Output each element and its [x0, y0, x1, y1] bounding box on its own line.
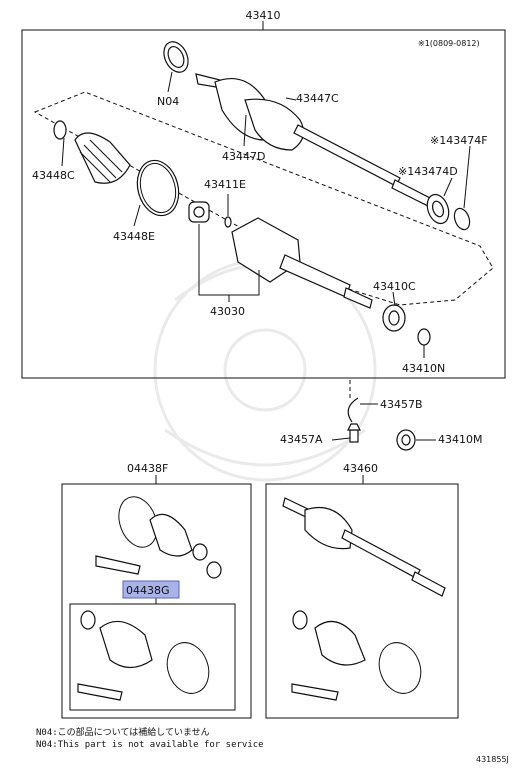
label-43410[interactable]: 43410 [246, 9, 281, 22]
diagram-id: 431855J [476, 755, 509, 764]
bearing-43474D-part [426, 193, 450, 225]
label-43448E[interactable]: 43448E [113, 230, 155, 243]
outer-joint-shaft-part [195, 73, 431, 207]
label-43410M[interactable]: 43410M [438, 433, 482, 446]
note-line-japanese: N04:この部品については補給していません [36, 726, 210, 738]
seal-43410C-part [382, 304, 406, 332]
label-04438F[interactable]: 04438F [127, 462, 168, 475]
boot-kit-04438G-frame [69, 603, 236, 711]
label-43030[interactable]: 43030 [210, 305, 245, 318]
boot-kit-04438F-frame [61, 483, 252, 719]
boot-kit-04438G-parts [77, 610, 210, 701]
highlight-04438G [122, 580, 180, 599]
boot-clamp-43448C-part [53, 120, 67, 140]
ring-n04-part [163, 41, 189, 73]
boot-43448C-part [74, 132, 131, 184]
band-43448E-part [136, 159, 180, 217]
seal-43410M-part [396, 429, 416, 451]
label-43457A[interactable]: 43457A [280, 433, 323, 446]
label-43410C[interactable]: 43410C [373, 280, 416, 293]
assembly-43460-frame [265, 483, 459, 719]
note-line-english: N04:This part is not available for servi… [36, 740, 264, 750]
label-43474F[interactable]: ※143474F [430, 134, 488, 147]
assembly-43460-parts [282, 497, 446, 701]
bolt-43457A-part [347, 423, 361, 443]
inner-joint-43030-part [231, 217, 373, 309]
boot-kit-dashed-outline [33, 91, 494, 306]
label-43448C[interactable]: 43448C [32, 169, 75, 182]
ring-43474F-part [453, 207, 471, 231]
tripod-43030-part [188, 201, 210, 223]
snap-ring-43457B-part [347, 397, 359, 423]
label-43411E[interactable]: 43411E [204, 178, 246, 191]
label-04438G[interactable]: 04438G [126, 584, 170, 597]
boot-kit-04438F-parts [95, 496, 222, 579]
label-n04[interactable]: N04 [157, 95, 179, 108]
label-43460[interactable]: 43460 [343, 462, 378, 475]
range-note: ※1(0809-0812) [418, 39, 480, 48]
clip-43411E-part [224, 216, 232, 228]
label-43447C[interactable]: 43447C [296, 92, 339, 105]
label-43410N[interactable]: 43410N [402, 362, 445, 375]
label-43447D[interactable]: 43447D [222, 150, 265, 163]
label-43474D[interactable]: ※143474D [398, 165, 458, 178]
label-43457B[interactable]: 43457B [380, 398, 423, 411]
snap-ring-43410N-part [417, 328, 431, 346]
